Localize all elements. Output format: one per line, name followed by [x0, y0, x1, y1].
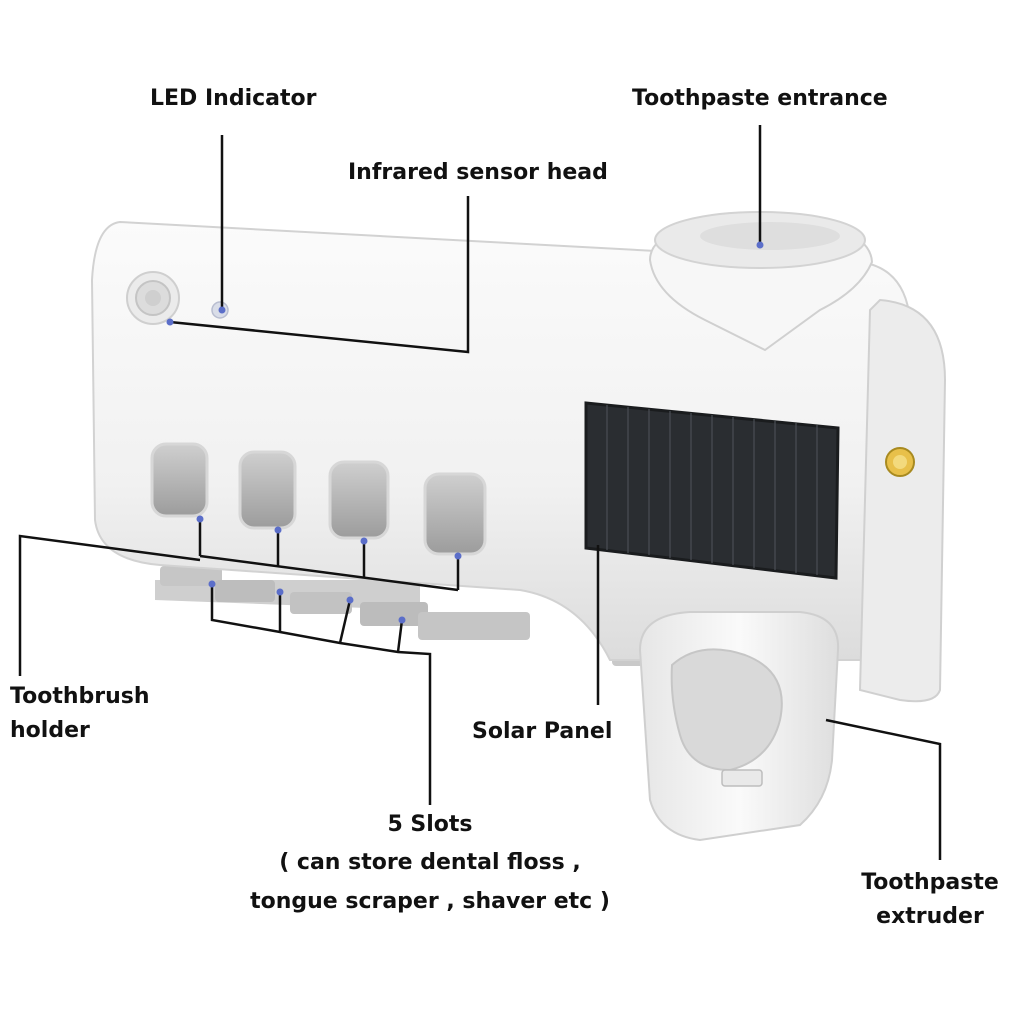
label-toothbrush-holder: Toothbrush holder — [10, 684, 150, 745]
label-slots-line3: tongue scraper , shaver etc ) — [250, 888, 610, 914]
label-toothpaste-entrance: Toothpaste entrance — [632, 86, 888, 111]
label-slots: 5 Slots ( can store dental floss , tongu… — [240, 812, 620, 915]
leader-infrared — [169, 196, 470, 354]
label-toothpaste-extruder: Toothpaste extruder — [850, 870, 1010, 931]
solar-panel — [584, 401, 840, 580]
leader-slots-c — [338, 599, 352, 644]
label-extruder-line2: extruder — [876, 904, 984, 930]
label-extruder-line1: Toothpaste — [861, 870, 999, 895]
leader-holder-a — [18, 534, 201, 676]
label-infrared-sensor: Infrared sensor head — [348, 160, 608, 185]
toothpaste-extruder — [638, 611, 840, 842]
label-toothbrush-holder-line1: Toothbrush — [10, 684, 150, 709]
leader-extruder — [825, 718, 942, 860]
label-toothbrush-holder-line2: holder — [10, 718, 90, 744]
leader-holder-c — [199, 554, 459, 592]
label-slots-line2: ( can store dental floss , — [279, 850, 581, 876]
pointer-dots — [166, 241, 764, 624]
leader-slots-d — [396, 619, 404, 653]
leader-lines — [18, 125, 942, 860]
slots — [150, 442, 487, 556]
sensor-area — [126, 271, 229, 325]
label-slots-line1: 5 Slots — [387, 812, 473, 837]
label-led-indicator: LED Indicator — [150, 86, 317, 111]
label-solar-panel: Solar Panel — [472, 719, 613, 744]
